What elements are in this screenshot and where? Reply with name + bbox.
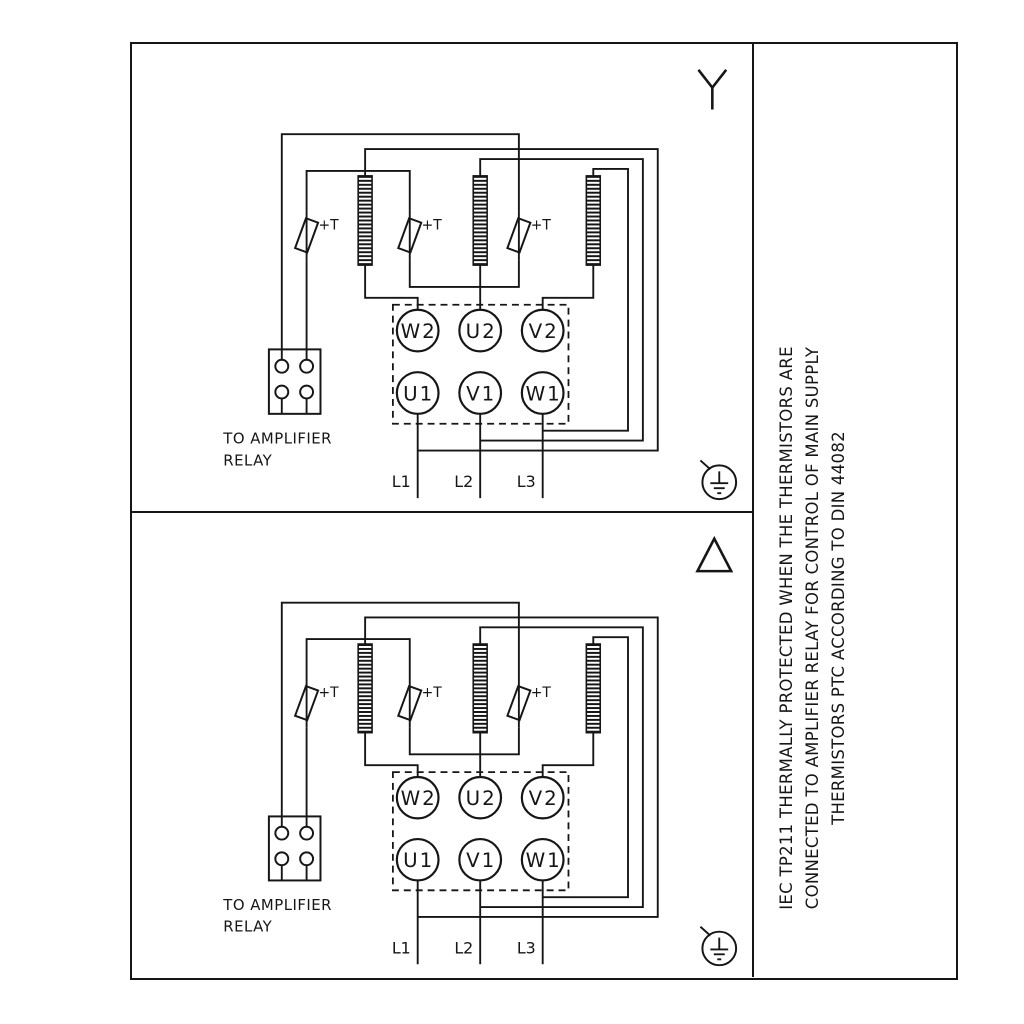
thermistor-label: +T <box>422 217 443 233</box>
winding-feed-wires <box>364 732 595 778</box>
supply-label-l2: L2 <box>454 938 473 957</box>
thermistor-3: +T <box>506 210 552 261</box>
relay-terminal <box>274 825 290 841</box>
side-note-strip: IEC TP211 THERMALLY PROTECTED WHEN THE T… <box>754 44 955 977</box>
relay-terminal <box>274 851 290 867</box>
thermistor-3: +T <box>506 678 552 728</box>
relay-box <box>267 348 322 415</box>
terminal-u1: U1 <box>395 371 440 415</box>
svg-text:W1: W1 <box>526 849 562 872</box>
relay-terminal <box>274 358 290 374</box>
supply-wires <box>416 413 544 499</box>
relay-caption-line1: TO AMPLIFIER <box>222 897 332 914</box>
terminal-w1: W1 <box>520 371 565 415</box>
terminal-u2: U2 <box>458 308 503 353</box>
relay-terminal <box>299 851 315 867</box>
relay-terminal <box>299 384 315 400</box>
terminal-w2: W2 <box>395 308 440 353</box>
sheet-border: +T +T +T W2 <box>130 42 958 980</box>
winding-feed-wires <box>364 265 595 310</box>
svg-text:U1: U1 <box>403 383 434 406</box>
relay-caption-line1: TO AMPLIFIER <box>222 430 332 448</box>
thermistor-1: +T <box>293 678 339 728</box>
winding-2 <box>472 175 488 266</box>
side-note-line: CONNECTED TO AMPLIFIER RELAY FOR CONTROL… <box>803 346 822 909</box>
supply-label-l1: L1 <box>392 938 411 957</box>
svg-text:V1: V1 <box>466 383 496 406</box>
relay-box <box>267 815 322 882</box>
supply-label-l3: L3 <box>517 938 536 957</box>
side-note-line: IEC TP211 THERMALLY PROTECTED WHEN THE T… <box>777 346 796 910</box>
thermistor-2: +T <box>397 678 443 728</box>
supply-wires <box>416 880 544 965</box>
svg-text:W2: W2 <box>401 787 437 810</box>
thermistor-label: +T <box>531 217 552 233</box>
thermistor-label: +T <box>531 685 552 701</box>
thermistor-chain-wires <box>280 133 520 350</box>
winding-3 <box>585 643 602 734</box>
terminal-w1: W1 <box>520 837 565 882</box>
terminal-v2: V2 <box>520 775 565 820</box>
thermistor-2: +T <box>397 210 443 261</box>
terminal-u2: U2 <box>458 775 503 820</box>
thermistor-1: +T <box>293 210 339 261</box>
relay-caption-line2: RELAY <box>223 451 272 469</box>
winding-1 <box>357 643 373 734</box>
earth-icon <box>699 459 738 501</box>
winding-return-wires <box>364 148 659 452</box>
svg-text:V2: V2 <box>529 320 559 343</box>
side-note-line: THERMISTORS PTC ACCORDING TO DIN 44082 <box>829 431 848 826</box>
relay-terminal <box>274 384 290 400</box>
winding-1 <box>357 175 373 266</box>
earth-icon <box>699 926 738 967</box>
star-icon <box>697 68 728 110</box>
terminal-w2: W2 <box>395 775 440 820</box>
terminal-v1: V1 <box>458 371 503 415</box>
winding-return-wires <box>364 616 659 918</box>
supply-label-l3: L3 <box>517 472 536 491</box>
supply-label-l1: L1 <box>392 472 411 491</box>
thermistor-label: +T <box>318 217 339 233</box>
winding-3 <box>585 175 602 266</box>
supply-label-l2: L2 <box>454 472 473 491</box>
winding-2 <box>472 643 488 734</box>
thermistor-chain-wires <box>280 601 520 817</box>
svg-text:W2: W2 <box>401 320 437 343</box>
terminal-block: W2 U2 V2 U1 <box>392 303 570 425</box>
svg-text:U2: U2 <box>466 787 497 810</box>
svg-text:V1: V1 <box>466 849 496 872</box>
relay-caption-line2: RELAY <box>223 919 272 936</box>
terminal-v2: V2 <box>520 308 565 353</box>
thermistor-label: +T <box>318 685 339 701</box>
terminal-block: W2 U2 V2 U1 <box>392 771 570 892</box>
relay-terminal <box>299 825 315 841</box>
svg-text:U1: U1 <box>403 849 434 872</box>
relay-terminal <box>299 358 315 374</box>
svg-text:W1: W1 <box>526 383 562 406</box>
terminal-v1: V1 <box>458 837 503 882</box>
panel-delta: +T +T +T W2 <box>132 513 754 977</box>
svg-text:U2: U2 <box>466 320 497 343</box>
delta-icon <box>695 535 734 573</box>
terminal-u1: U1 <box>395 837 440 882</box>
thermistor-label: +T <box>422 685 443 701</box>
svg-text:V2: V2 <box>529 787 559 810</box>
panel-star: +T +T +T W2 <box>132 44 754 513</box>
